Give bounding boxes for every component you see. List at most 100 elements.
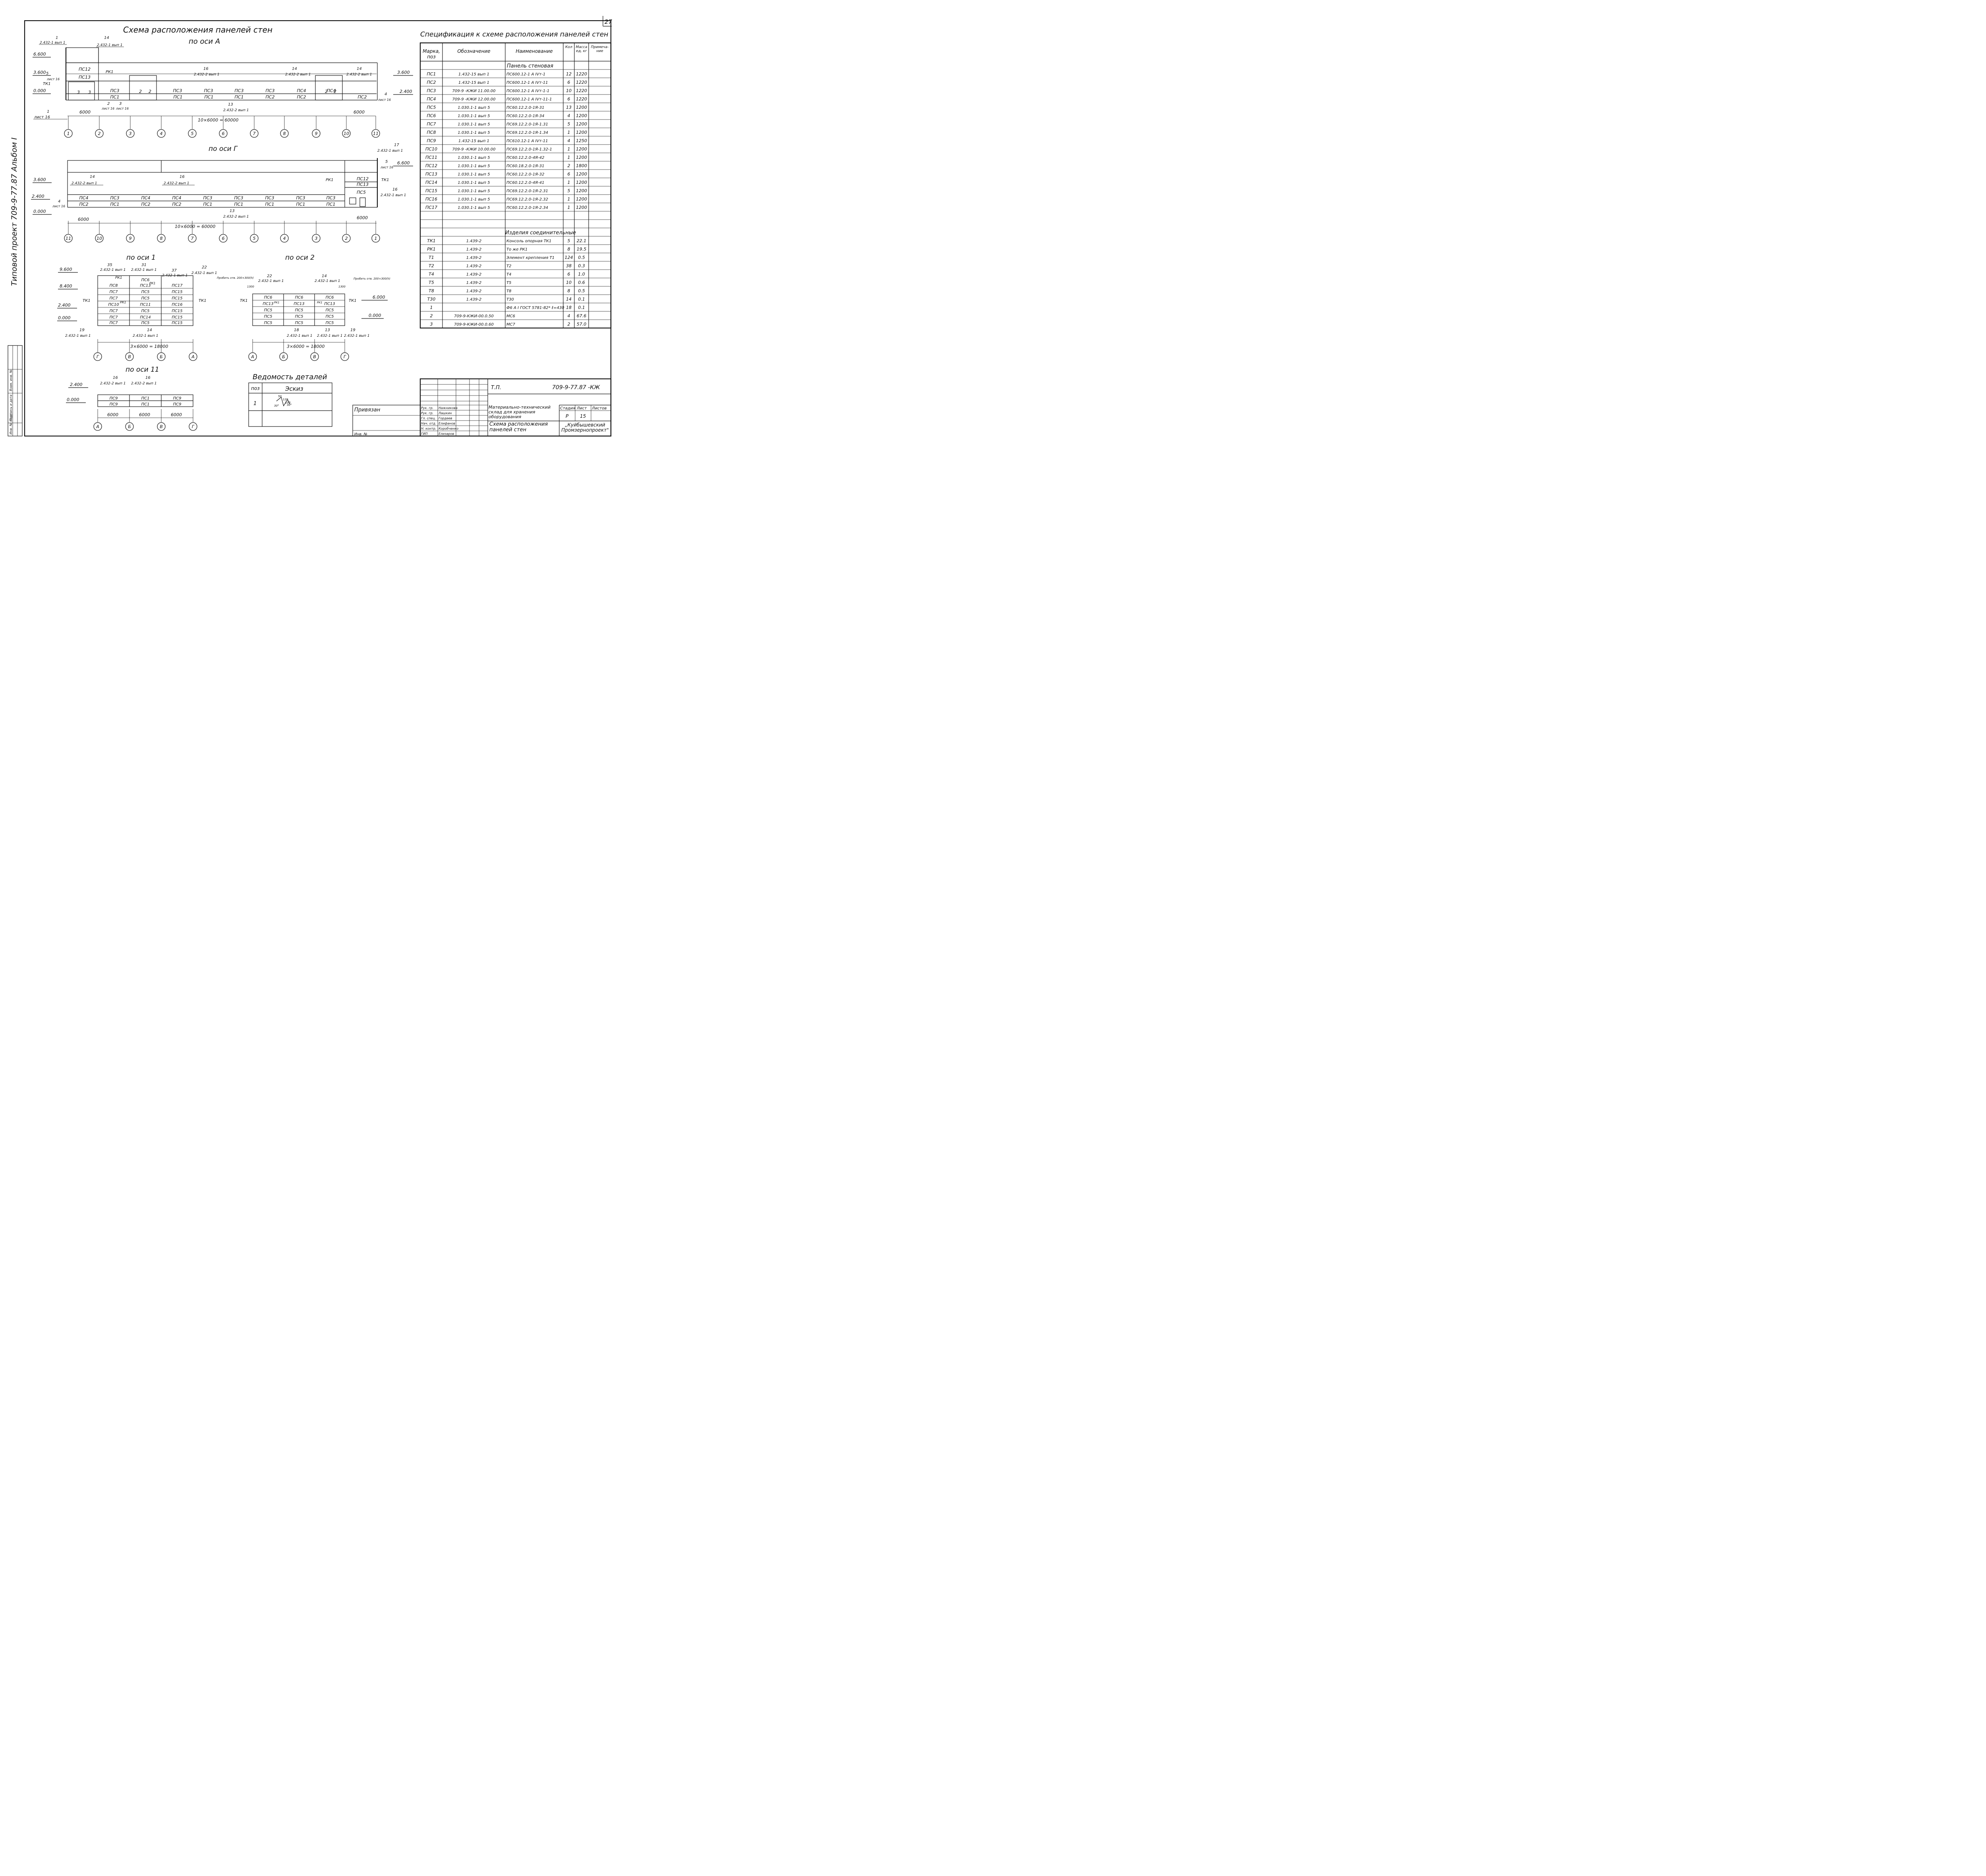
spec-cell-2: Консоль опорная ТК1 (506, 239, 551, 243)
elevation-axis-1: по оси 1 9.600 8.400 2.400 0.000 35 2.43… (57, 254, 217, 361)
spec-cell-2: ПС60.12.2.0-1Я-31 (506, 106, 544, 110)
tb-code: 709-9-77.87 -КЖ (552, 384, 600, 391)
elev_A-axis-label: 7 (253, 131, 256, 136)
elev_2-col1-panel: ПС5 (264, 308, 272, 313)
spec-cell-1: 1.439-2 (466, 239, 482, 243)
elev_A-upper_row-panel: ПС3 (173, 88, 182, 93)
e1-ref-14: 2.432-1 вып 1 (65, 334, 91, 338)
tb-object: Материально-технический склад для хранен… (489, 405, 551, 419)
elev_G-upper_row-panel: ПС3 (234, 195, 243, 201)
e1-ref-3: 2.432-1 вып 1 (131, 268, 156, 272)
elev_A-upper_row-panel: ПС4 (327, 88, 336, 93)
elev_1-axis-label: Г (97, 354, 99, 359)
eA-ref-8: 14 (357, 67, 362, 71)
spec-header-cell: Масса ед, кг (576, 45, 587, 53)
elev_1-col3-panel: ПС15 (172, 321, 182, 325)
e1-level-0: 9.600 (60, 267, 72, 272)
elev_1-col3-panel: ПС15 (172, 315, 182, 320)
eA-door-mark-5: 2 (334, 89, 336, 94)
e11-level-0: 2.400 (70, 382, 83, 387)
elev_G-upper_row-panel: ПС3 (265, 195, 274, 201)
stamp-sign-label: Подпись и дата (9, 395, 13, 421)
elev_A-upper_row-panel: ПС3 (235, 88, 244, 93)
tb-role: Рук. гр. (421, 411, 433, 415)
elev_11-upper_row-panel: ПС9 (173, 396, 182, 401)
tb-role: Нач. отд. (421, 422, 436, 425)
e1-ref-16: 2.432-1 вып 1 (133, 334, 158, 338)
spec-cell-4: 0.1 (578, 305, 585, 310)
elev_G-axis-bubble (95, 234, 104, 243)
elev_G-axis-bubble (157, 234, 166, 243)
spec-header-4: Масса ед, кг (576, 45, 587, 53)
spec-cell-2: ПС60.12.2.0-1Я-32 (506, 172, 544, 177)
spec-cell-3: 12 (566, 71, 572, 77)
spec-cell-4: 1200 (576, 197, 587, 202)
e2-ref-7: 1300 (338, 285, 346, 288)
sketch-label-2: 100 (285, 401, 291, 404)
spec-cell-0: ПС2 (427, 80, 436, 85)
e2-ref-15: 2.432-1 вып 1 (317, 334, 342, 338)
eA-ref-9: 2.432-2 вып 1 (346, 73, 372, 77)
spec-cell-2: МС6 (506, 314, 515, 318)
elev_1-axis-bubble (157, 352, 166, 361)
spec-cell-1: 1.439-2 (466, 247, 482, 252)
spec-cell-1: 1.432-15 вып 1 (458, 72, 489, 77)
spec-cell-2: ПС60.12.2.0-4Я-42 (506, 156, 544, 160)
eG-ref-12: 4 (58, 199, 60, 204)
elev_G-axis-bubble (280, 234, 289, 243)
spec-cell-3: 1 (568, 205, 570, 210)
elev_A-axis-bubble (371, 129, 380, 138)
tb-name: Елизаров (439, 432, 454, 436)
details-title: Ведомость деталей (253, 373, 327, 381)
elev_11-axis-label: А (96, 424, 99, 429)
sketch-label-4: 30° (287, 403, 292, 407)
eA-dim-1: 10×6000 = 60000 (198, 118, 238, 123)
spec-cell-2: ПС69.12.2.0-1Я-1.31 (506, 122, 548, 127)
eA-ref-2: 14 (104, 36, 109, 40)
sketch-label-1: 120 (283, 398, 288, 401)
spec-cell-3: 4 (568, 113, 570, 118)
spec-cell-2: ПС600.12-1 А IVт-1 (506, 72, 545, 77)
elev_G-lower_row-panel: ПС2 (79, 202, 89, 207)
spec-cell-1: 1.030.1-1 вып 5 (458, 206, 490, 210)
eA-dim-0: 6000 (79, 110, 91, 115)
spec-cell-0: Т2 (429, 263, 434, 268)
spec-cell-2: ПС69.12.2.0-1Я-1.32-1 (506, 147, 552, 152)
e1-level-3: 0.000 (58, 315, 71, 320)
eA-door-mark-1: 3 (88, 90, 91, 95)
elev_2-col3-panel: ПС13 (324, 302, 335, 306)
elev_G-lower_row-panel: ПС1 (326, 202, 336, 207)
elev_1-col3-panel: ПС15 (172, 309, 182, 313)
eA-ref-14: 1 (47, 110, 49, 114)
elev_A-axis-label: 6 (222, 131, 225, 136)
eA-top-mark-0: ПС12 (79, 67, 91, 72)
elev_1-col2-panel: ПС14 (140, 315, 151, 320)
elev_A-lower_row-panel: ПС1 (235, 95, 244, 100)
elev_1-col1-panel: ПС7 (110, 296, 118, 301)
elev_G-lower_row-panel: ПС2 (172, 202, 182, 207)
elev_1-axis-label: А (191, 354, 195, 359)
specification-table: Спецификация к схеме расположения панеле… (419, 31, 612, 329)
spec-cell-0: ПС1 (427, 71, 436, 77)
elev_A-axis-label: 3 (129, 131, 132, 136)
elev_G-upper_row-panel: ПС3 (326, 195, 336, 201)
elev_11-lower_row-panel: ПС9 (110, 402, 118, 407)
spec-cell-0: ПС14 (425, 180, 437, 185)
e1-ref-1: 2.432-1 вып 1 (100, 268, 126, 272)
tb-privyazan: Привязан (354, 407, 381, 413)
elev_1-axis-bubble (125, 352, 134, 361)
spec-cell-2: То же РК1 (506, 247, 527, 252)
e11-dim-2: 6000 (171, 412, 182, 417)
elev_G-lower_row-panel: ПС1 (234, 202, 243, 207)
spec-cell-3: 6 (568, 172, 570, 177)
tb-name: Коробченко (439, 427, 458, 430)
spec-cell-3: 14 (566, 297, 572, 302)
spec-cell-3: 6 (568, 272, 570, 277)
spec-cell-2: ПС60.12.2.0-4Я-41 (506, 181, 544, 185)
eA-door-mark-4: 2 (325, 89, 328, 94)
elev_11-lower_row-panel: ПС1 (141, 402, 150, 407)
eG-ref-13: лист 16 (52, 205, 65, 208)
elev_1-axis-bubble (189, 352, 197, 361)
eA-ref-15: лист 16 (34, 115, 50, 120)
elev_2-axis-bubble (340, 352, 349, 361)
